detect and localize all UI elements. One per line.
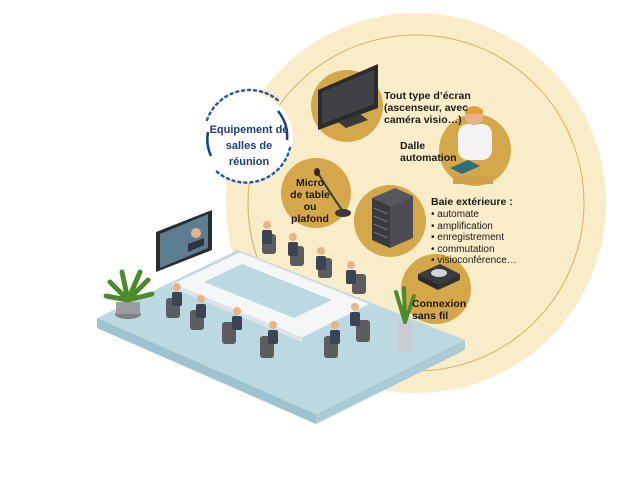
title-badge: Equipement de salles de réunion [205, 122, 293, 170]
solid-arc-right [277, 110, 289, 141]
rack-feature-list: automate amplification enregistrement co… [431, 209, 517, 267]
potted-plant-right [394, 286, 416, 352]
wireless-label: Connexion sans fil [412, 298, 467, 322]
automation-panel-label: Dalle automation [400, 140, 457, 164]
rack-heading: Baie extérieure : [431, 196, 513, 208]
rack-item: enregistrement [431, 232, 517, 244]
dotted-arc-bottom [213, 146, 292, 184]
rack-item: automate [431, 209, 517, 221]
solid-arc-left [206, 131, 213, 157]
title-line-2: salles de réunion [225, 140, 273, 168]
gooseneck-microphone-icon [281, 158, 351, 228]
touch-panel-icon [439, 106, 511, 186]
rack-item: commutation [431, 244, 517, 256]
screen-label: Tout type d’écran (ascenseur, avec camér… [384, 90, 471, 126]
microphone-label: Micro de table ou plafond [290, 177, 330, 225]
attendees [166, 221, 370, 358]
tv-screen-icon [311, 64, 383, 142]
dotted-arc-top [205, 88, 282, 122]
rack-item: amplification [431, 221, 517, 233]
title-badge-circle [203, 93, 293, 183]
wall-video-screen [156, 210, 212, 272]
potted-plant-left [103, 269, 155, 319]
wireless-conference-puck-icon [401, 254, 471, 324]
title-line-1: Equipement de [209, 124, 289, 136]
equipment-rack-icon [354, 185, 426, 257]
rack-item: visioconférence… [431, 255, 516, 267]
